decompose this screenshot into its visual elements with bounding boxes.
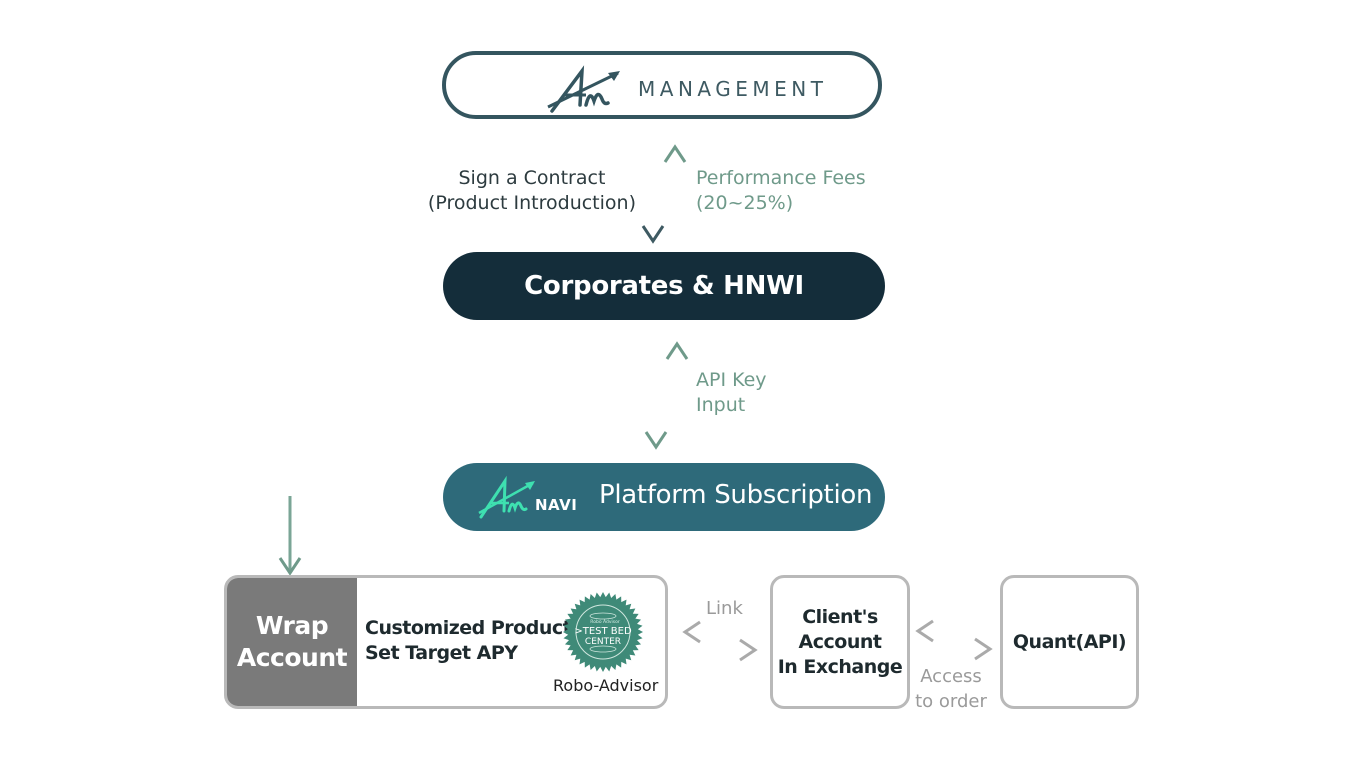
fees-label-line1: Performance Fees — [696, 167, 866, 189]
platform-label: Platform Subscription — [599, 480, 873, 510]
arrow-up-api — [665, 341, 689, 450]
client-line2: Account — [798, 630, 882, 653]
test-bed-center-badge-icon: Robo Advisor >TEST BED CENTER — [563, 592, 643, 672]
arrow-link-left — [682, 620, 750, 644]
platform-node: NAVI Platform Subscription — [443, 463, 885, 531]
corporates-node: Corporates & HNWI — [443, 252, 885, 320]
badge-line2: CENTER — [585, 637, 621, 647]
am-navi-logo-icon — [478, 475, 535, 519]
client-line1: Client's — [802, 605, 878, 628]
arrow-down-contract — [641, 138, 665, 244]
quant-label: Quant(API) — [1012, 630, 1127, 653]
wrap-label-line2: Account — [236, 643, 348, 672]
contract-label-line2: (Product Introduction) — [427, 192, 636, 214]
arrow-access-left — [915, 619, 990, 643]
customized-products-text: Customized Products Set Target APY — [365, 616, 583, 666]
fees-label-line2: (20~25%) — [696, 192, 794, 214]
arrow-access-right — [920, 637, 993, 661]
corporates-label: Corporates & HNWI — [524, 271, 804, 301]
am-signature-logo-icon — [547, 65, 620, 113]
api-key-label-line1: API Key — [696, 369, 767, 391]
api-key-label: API Key Input — [696, 368, 767, 418]
management-brand-text: MANAGEMENT — [638, 77, 828, 101]
product-line2: Set Target APY — [365, 642, 518, 664]
arrow-down-api — [644, 340, 668, 450]
client-line3: In Exchange — [777, 655, 903, 678]
arrow-up-fees — [663, 144, 687, 250]
product-line1: Customized Products — [365, 617, 583, 639]
link-label: Link — [706, 598, 743, 619]
robo-advisor-caption: Robo-Advisor — [553, 676, 659, 695]
badge-line1: >TEST BED — [574, 626, 632, 637]
client-account-node: Client's Account In Exchange — [770, 575, 910, 709]
contract-label-line1: Sign a Contract — [458, 167, 606, 189]
api-key-label-line2: Input — [696, 394, 746, 416]
navi-logo-text: NAVI — [535, 496, 578, 514]
wrap-label-line1: Wrap — [255, 611, 329, 640]
access-label-line2: to order — [915, 691, 987, 712]
arrow-link-right — [688, 638, 758, 662]
quant-api-node: Quant(API) — [1000, 575, 1139, 709]
fees-label: Performance Fees (20~25%) — [696, 166, 866, 216]
contract-label: Sign a Contract (Product Introduction) — [428, 166, 636, 216]
arrow-platform-to-wrap — [278, 495, 436, 576]
wrap-account-side: Wrap Account — [227, 578, 357, 706]
wrap-account-node: Wrap Account Customized Products Set Tar… — [224, 575, 668, 709]
badge-small-text: Robo Advisor — [590, 619, 620, 625]
management-node: MANAGEMENT — [442, 51, 882, 119]
access-label: Access to order — [912, 664, 990, 714]
access-label-line1: Access — [920, 666, 982, 687]
